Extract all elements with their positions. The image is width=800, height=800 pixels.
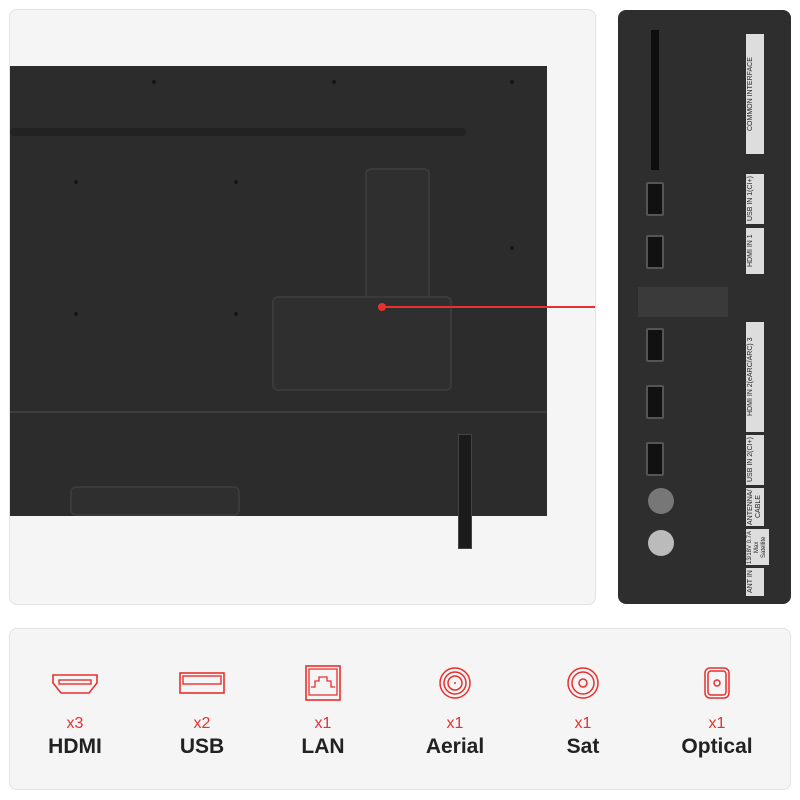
port-name: Optical [681, 735, 753, 758]
sat-icon [567, 667, 599, 699]
port-count: x1 [446, 715, 464, 732]
port-count: x1 [574, 715, 592, 732]
label-usb-2: USB IN 2(CI+) [746, 435, 764, 485]
port-count: x1 [708, 715, 726, 732]
antenna-port [648, 488, 674, 514]
port-aerial: x1 Aerial [395, 665, 515, 759]
usb-port-2 [646, 442, 664, 476]
port-count: x3 [66, 715, 84, 732]
usb-port-1 [646, 182, 664, 216]
port-closeup: COMMON INTERFACE USB IN 1(CI+) HDMI IN 1… [618, 10, 791, 604]
label-antenna: ANTENNA/ CABLE [746, 488, 764, 526]
stand-leg [458, 434, 472, 549]
port-count: x2 [193, 715, 211, 732]
port-count: x1 [314, 715, 332, 732]
highlight-line [382, 306, 595, 308]
label-usb-1: USB IN 1(CI+) [746, 174, 764, 224]
port-name: USB [179, 735, 225, 758]
label-common-interface: COMMON INTERFACE [746, 34, 764, 154]
lan-icon [305, 665, 341, 701]
port-name: HDMI [48, 735, 102, 758]
tv-rear-panel [10, 66, 547, 549]
usb-icon [179, 672, 225, 694]
label-satellite: 13/18V 0.7A Max Satellite [746, 529, 769, 565]
port-hdmi: x3 HDMI [15, 665, 135, 759]
bracket [638, 287, 728, 317]
label-hdmi-2-3: HDMI IN 2(eARC/ARC) 3 [746, 322, 764, 432]
label-bay [272, 296, 452, 391]
hdmi-port-3 [646, 385, 664, 419]
optical-icon [704, 667, 730, 699]
label-hdmi-1: HDMI IN 1 [746, 228, 764, 274]
aerial-icon [439, 667, 471, 699]
vent [10, 128, 466, 136]
port-name: Sat [566, 735, 600, 758]
port-name: Aerial [425, 735, 485, 758]
bottom-cover [70, 486, 240, 516]
port-summary-card: x3 HDMI x2 USB x1 LAN x1 Aerial x1 Sat x… [9, 628, 791, 790]
ledge [10, 411, 547, 413]
label-ant-in: ANT IN [746, 568, 764, 596]
port-lan: x1 LAN [263, 665, 383, 759]
hdmi-port-2 [646, 328, 664, 362]
tv-back-image-card [9, 9, 596, 605]
hdmi-port-1 [646, 235, 664, 269]
hdmi-icon [52, 674, 98, 694]
port-sat: x1 Sat [523, 665, 643, 759]
ci-slot [651, 30, 659, 170]
port-optical: x1 Optical [657, 665, 777, 759]
port-usb: x2 USB [142, 665, 262, 759]
port-name: LAN [301, 735, 345, 758]
satellite-port [648, 530, 674, 556]
